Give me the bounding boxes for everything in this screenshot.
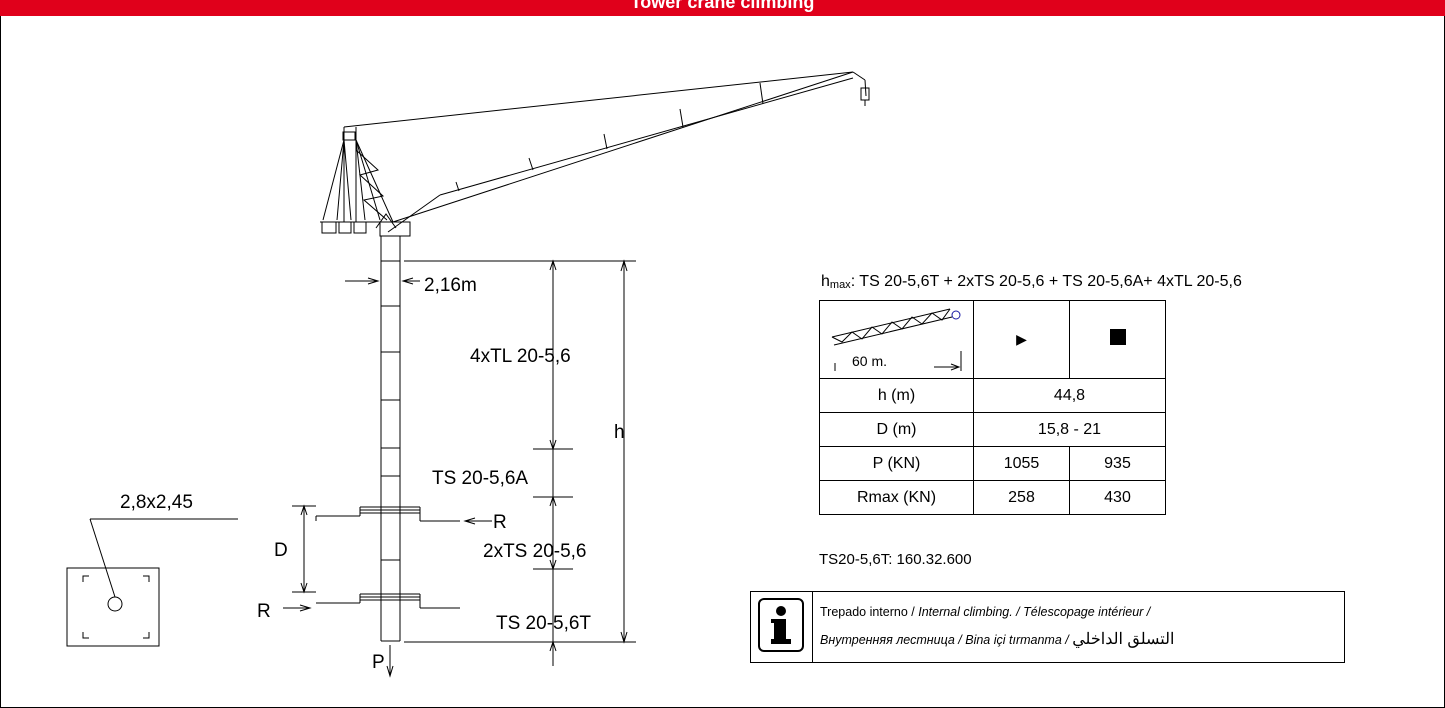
tst-section-label: TS 20-5,6T [496, 613, 591, 634]
hmax-subscript: max [829, 279, 851, 291]
row-label: P (KN) [819, 446, 974, 481]
hmax-prefix: h [821, 273, 830, 290]
tl-section-label: 4xTL 20-5,6 [470, 346, 571, 367]
table-row: Rmax (KN) 258 430 [819, 480, 1166, 515]
jib-icon [831, 308, 962, 371]
info-line-1-plain: Trepado interno / [820, 605, 919, 619]
part-code: TS20-5,6T: 160.32.600 [819, 551, 972, 568]
ts2-section-label: 2xTS 20-5,6 [483, 541, 587, 562]
d-label: D [274, 540, 288, 561]
table-row: P (KN) 1055 935 [819, 446, 1166, 481]
crane-counter-jib [320, 71, 854, 237]
lower-climbing-frame [316, 593, 460, 609]
r-lower-arrow [283, 604, 312, 612]
row-value-2: 935 [1069, 446, 1166, 481]
hmax-configuration: hmax: TS 20-5,6T + 2xTS 20-5,6 + TS 20-5… [821, 273, 1242, 291]
crane-jib [387, 71, 870, 233]
info-icon [758, 598, 804, 652]
stop-icon [1109, 329, 1126, 345]
row-value-2: 430 [1069, 480, 1166, 515]
row-value-1: 1055 [973, 446, 1070, 481]
row-label: Rmax (KN) [819, 480, 974, 515]
title-bar: Tower crane climbing [0, 0, 1445, 16]
info-line-2: Внутренняя лестница / Bina içi tırmanma … [820, 629, 1174, 649]
row-label: h (m) [819, 378, 974, 413]
p-arrow [386, 645, 394, 678]
info-line-2-italic: Внутренняя лестница / Bina içi tırmanma … [820, 633, 1073, 647]
h-label: h [614, 422, 625, 443]
base-dimension-label: 2,8x2,45 [120, 492, 193, 513]
info-box: Trepado interno / Internal climbing. / T… [750, 591, 1345, 663]
upper-climbing-frame [315, 506, 460, 522]
row-value: 44,8 [973, 378, 1166, 413]
jib-length-cell: 60 m. [819, 300, 974, 379]
page-title: Tower crane climbing [630, 0, 815, 12]
table-header-row: 60 m. ▶ [819, 300, 1166, 379]
table-row: h (m) 44,8 [819, 378, 1166, 413]
jib-length-label: 60 m. [852, 353, 888, 369]
info-line-2-arabic: التسلق الداخلي [1072, 631, 1175, 648]
tsa-section-label: TS 20-5,6A [432, 468, 528, 489]
play-icon: ▶ [1016, 330, 1027, 347]
col-play-header: ▶ [973, 300, 1070, 379]
r-lower-label: R [257, 601, 271, 622]
col-stop-header [1069, 300, 1166, 379]
crane-tower [380, 236, 401, 642]
r-upper-arrow [463, 517, 492, 525]
row-label: D (m) [819, 412, 974, 447]
table-row: D (m) 15,8 - 21 [819, 412, 1166, 447]
width-dimension [345, 277, 420, 285]
r-upper-label: R [493, 512, 507, 533]
base-plate [66, 518, 238, 647]
d-dimension-line [292, 504, 316, 594]
row-value: 15,8 - 21 [973, 412, 1166, 447]
width-label: 2,16m [424, 275, 477, 296]
info-line-1-italic: Internal climbing. / Télescopage intérie… [918, 605, 1151, 619]
info-divider [812, 592, 813, 662]
p-label: P [372, 652, 385, 673]
info-line-1: Trepado interno / Internal climbing. / T… [820, 605, 1150, 619]
section-dimension-line [404, 259, 636, 666]
hmax-config-text: : TS 20-5,6T + 2xTS 20-5,6 + TS 20-5,6A+… [850, 273, 1242, 290]
spec-table: 60 m. ▶ h (m) 44,8 D (m) 15,8 - 21 P (KN… [819, 300, 1166, 515]
row-value-1: 258 [973, 480, 1070, 515]
h-dimension-line [620, 259, 628, 644]
